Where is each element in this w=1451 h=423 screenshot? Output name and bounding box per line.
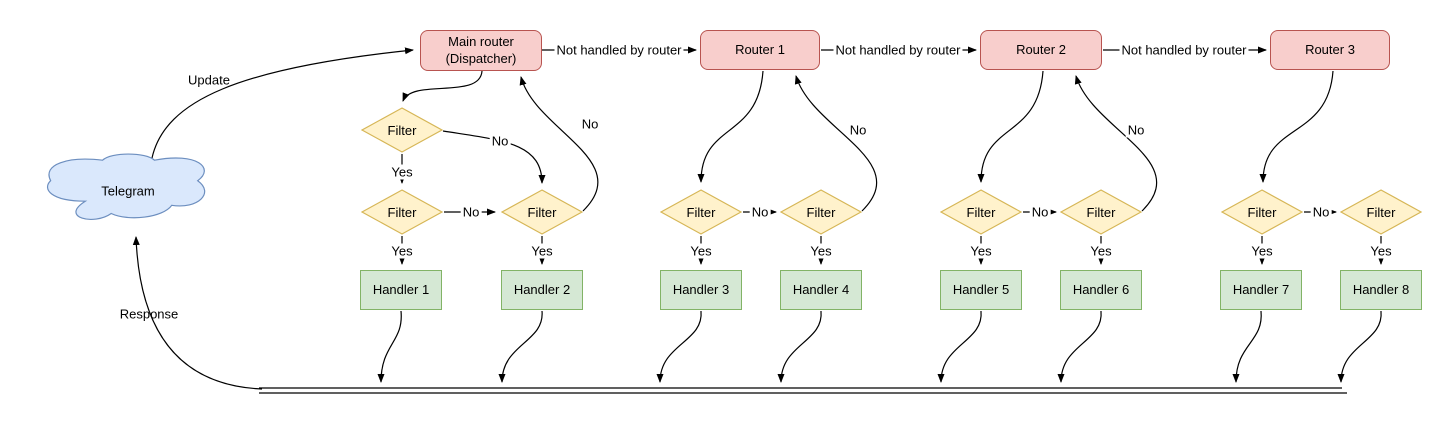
filter-r1-left: Filter (660, 189, 742, 235)
filter-label: Filter (806, 204, 836, 220)
filter-main-left: Filter (361, 189, 443, 235)
edge-label-no: No (579, 116, 601, 132)
diamond-shape (501, 189, 583, 235)
edge-r2-right-filter-no-loop (1074, 75, 1158, 212)
router1-label: Router 1 (735, 41, 785, 57)
edge-label-no: No (1029, 204, 1051, 220)
edge-response (132, 236, 263, 390)
diamond-shape (940, 189, 1022, 235)
edge-handler6-drop (1057, 310, 1102, 383)
edge-update (151, 47, 414, 159)
edge-label-response: Response (119, 306, 179, 322)
edge-main-right-filter-no-loop (519, 76, 599, 212)
edge-label-no: No (489, 133, 511, 149)
filter-label: Filter (686, 204, 716, 220)
diamond-shape (1340, 189, 1422, 235)
router2-node: Router 2 (980, 30, 1102, 70)
filter-label: Filter (387, 122, 417, 138)
edge-label-no: No (749, 204, 771, 220)
edge-label-not-handled-2: Not handled by router (833, 42, 963, 58)
handler8-node: Handler 8 (1340, 270, 1422, 310)
handler7-node: Handler 7 (1220, 270, 1302, 310)
edge-handler2-drop (498, 310, 543, 383)
edge-label-yes: Yes (808, 243, 834, 259)
handler1-label: Handler 1 (372, 281, 430, 297)
router1-node: Router 1 (700, 30, 820, 70)
handler6-label: Handler 6 (1072, 281, 1130, 297)
filter-main-right: Filter (501, 189, 583, 235)
filter-r2-left: Filter (940, 189, 1022, 235)
router3-label: Router 3 (1305, 41, 1355, 57)
filter-main-top: Filter (361, 107, 443, 153)
edge-r3-to-filter (1259, 70, 1334, 183)
edge-handler8-drop (1337, 310, 1382, 383)
filter-label: Filter (387, 204, 417, 220)
main-router-label-line1: Main router (448, 34, 514, 50)
filter-label: Filter (966, 204, 996, 220)
router2-label: Router 2 (1016, 41, 1066, 57)
edge-r1-to-filter (697, 70, 764, 183)
handler2-node: Handler 2 (501, 270, 583, 310)
edge-label-update: Update (188, 72, 230, 88)
edge-label-yes: Yes (389, 164, 415, 180)
handler3-label: Handler 3 (672, 281, 730, 297)
filter-label: Filter (527, 204, 557, 220)
edge-label-yes: Yes (1249, 243, 1275, 259)
diamond-shape (361, 189, 443, 235)
edge-label-yes: Yes (389, 243, 415, 259)
handler4-label: Handler 4 (792, 281, 850, 297)
filter-r3-right: Filter (1340, 189, 1422, 235)
diamond-shape (1221, 189, 1303, 235)
handler5-node: Handler 5 (940, 270, 1022, 310)
edge-label-not-handled-3: Not handled by router (1119, 42, 1249, 58)
diamond-shape (780, 189, 862, 235)
main-router-label-line2: (Dispatcher) (445, 50, 517, 66)
edge-handler3-drop (656, 310, 702, 383)
edge-main-to-top-filter (402, 70, 483, 102)
edge-handler7-drop (1232, 310, 1262, 383)
filter-r2-right: Filter (1060, 189, 1142, 235)
diamond-shape (361, 107, 443, 153)
filter-r3-left: Filter (1221, 189, 1303, 235)
handler3-node: Handler 3 (660, 270, 742, 310)
telegram-cloud-node: Telegram (40, 150, 217, 241)
edge-r2-to-filter (977, 70, 1044, 183)
handler4-node: Handler 4 (780, 270, 862, 310)
edge-label-yes: Yes (1368, 243, 1394, 259)
edge-label-yes: Yes (529, 243, 555, 259)
handler8-label: Handler 8 (1352, 281, 1410, 297)
edge-handler4-drop (777, 310, 822, 383)
diamond-shape (660, 189, 742, 235)
filter-label: Filter (1366, 204, 1396, 220)
edge-label-yes: Yes (968, 243, 994, 259)
handler5-label: Handler 5 (952, 281, 1010, 297)
handler2-label: Handler 2 (513, 281, 571, 297)
handler6-node: Handler 6 (1060, 270, 1142, 310)
edge-label-no: No (1310, 204, 1332, 220)
filter-label: Filter (1247, 204, 1277, 220)
handler1-node: Handler 1 (360, 270, 442, 310)
edge-main-top-filter-no (442, 130, 546, 184)
handler7-label: Handler 7 (1232, 281, 1290, 297)
edge-handler1-drop (377, 310, 402, 383)
diamond-shape (1060, 189, 1142, 235)
edge-r1-right-filter-no-loop (794, 75, 878, 212)
cloud-label: Telegram (101, 183, 155, 199)
main-router-node: Main router (Dispatcher) (420, 30, 542, 71)
edge-label-no: No (1125, 122, 1147, 138)
edge-label-no: No (847, 122, 869, 138)
filter-r1-right: Filter (780, 189, 862, 235)
edge-label-no: No (460, 204, 482, 220)
router3-node: Router 3 (1270, 30, 1390, 70)
filter-label: Filter (1086, 204, 1116, 220)
edge-label-yes: Yes (1088, 243, 1114, 259)
edge-handler5-drop (937, 310, 982, 383)
edge-label-yes: Yes (688, 243, 714, 259)
cloud-shape (46, 153, 206, 220)
edge-label-not-handled-1: Not handled by router (554, 42, 684, 58)
